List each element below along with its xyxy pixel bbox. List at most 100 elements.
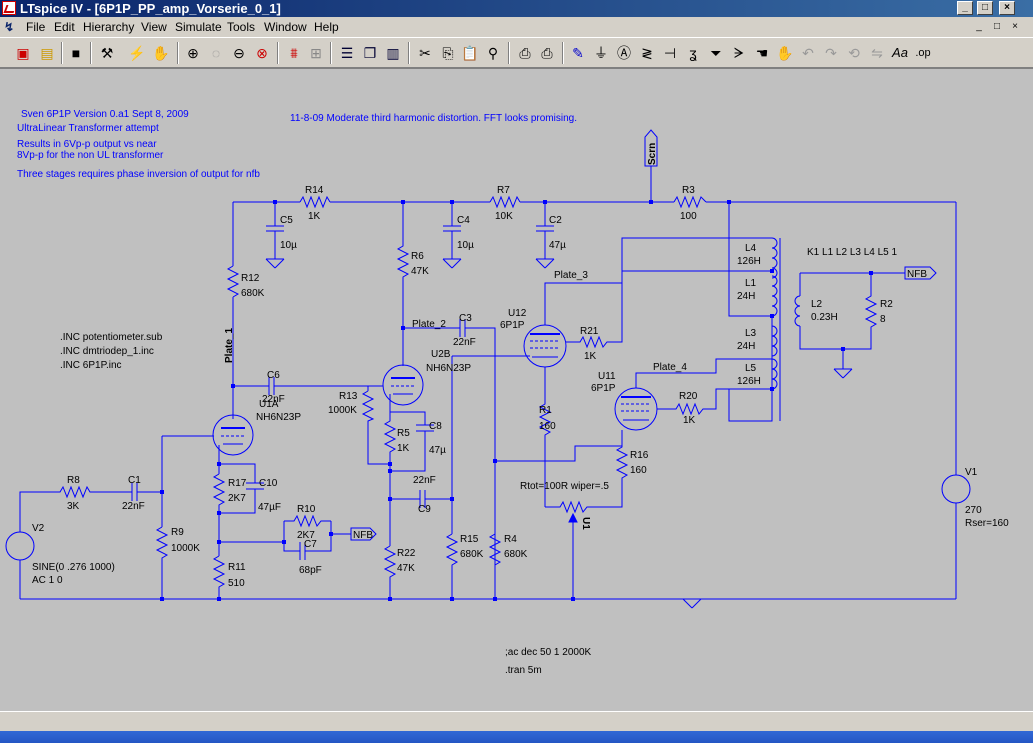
c9-value: 22nF — [413, 475, 436, 486]
zoom-area-icon[interactable]: ◌ — [211, 45, 221, 61]
r12-value: 680K — [241, 288, 265, 299]
text-icon[interactable]: Aa — [892, 45, 908, 60]
net-plate4[interactable]: Plate_4 — [653, 362, 687, 373]
copy-icon[interactable]: ⎘ — [442, 45, 454, 61]
r6-value: 47K — [411, 266, 429, 277]
net-plate2[interactable]: Plate_2 — [412, 319, 446, 330]
comment-version[interactable]: Sven 6P1P Version 0.a1 Sept 8, 2009 — [21, 109, 189, 120]
c10-value: 47µF — [258, 502, 281, 513]
resistor-icon[interactable]: ≷ — [641, 45, 653, 61]
maximize-button[interactable]: □ — [977, 1, 993, 15]
schematic-canvas[interactable]: Sven 6P1P Version 0.a1 Sept 8, 2009 Ultr… — [0, 68, 1033, 711]
component-icon[interactable]: ᗒ — [733, 45, 745, 61]
mdi-restore-button[interactable]: □ — [993, 21, 1001, 32]
find-icon[interactable]: ⚲ — [487, 45, 499, 61]
zoom-cancel-icon[interactable]: ⊗ — [256, 45, 268, 61]
waveform-icon[interactable]: ⩩ — [290, 45, 298, 61]
directive-tran[interactable]: .tran 5m — [505, 665, 542, 676]
schematic-new-icon[interactable]: ▣ — [16, 45, 30, 61]
save-icon[interactable]: ■ — [71, 45, 81, 61]
r2-name: R2 — [880, 299, 893, 310]
menu-tools[interactable]: Tools — [227, 20, 256, 34]
toolbar-separator — [330, 42, 332, 64]
diode-icon[interactable]: ⏷ — [710, 45, 722, 61]
drag-icon[interactable]: ✋ — [776, 45, 794, 61]
tile-horizontal-icon[interactable]: ☰ — [340, 45, 354, 61]
net-nfb-out[interactable]: NFB — [907, 269, 927, 280]
print-setup-icon[interactable]: ⎙ — [519, 45, 531, 61]
pot-params[interactable]: Rtot=100R wiper=.5 — [520, 481, 609, 492]
directive-inc-6p1p[interactable]: .INC 6P1P.inc — [60, 360, 122, 371]
u2b-name: U2B — [431, 349, 451, 360]
paste-icon[interactable]: 📋 — [461, 45, 479, 61]
spice-directive-icon[interactable]: .op — [915, 47, 931, 59]
l1-value: 24H — [737, 291, 755, 302]
mirror-icon[interactable]: ⇋ — [871, 45, 883, 61]
tile-vertical-icon[interactable]: ▥ — [386, 45, 400, 61]
l2-name: L2 — [811, 299, 823, 310]
zoom-in-icon[interactable]: ⊕ — [187, 45, 199, 61]
l2-value: 0.23H — [811, 312, 838, 323]
minimize-button[interactable]: _ — [957, 1, 973, 15]
control-panel-icon[interactable]: ⚒ — [100, 45, 114, 61]
undo-icon[interactable]: ↶ — [802, 45, 814, 61]
rotate-icon[interactable]: ⟲ — [848, 45, 860, 61]
toolbar-separator — [408, 42, 410, 64]
menu-simulate[interactable]: Simulate — [175, 20, 222, 34]
c3-name: C3 — [459, 313, 472, 324]
directive-inc-triode[interactable]: .INC dmtriodep_1.inc — [60, 346, 154, 357]
mdi-minimize-button[interactable]: _ — [976, 21, 982, 32]
u1a-value: NH6N23P — [256, 412, 301, 423]
open-folder-icon[interactable]: ▤ — [40, 45, 54, 61]
directive-ac[interactable]: ;ac dec 50 1 2000K — [505, 647, 592, 658]
document-system-icon[interactable]: ↯ — [4, 20, 15, 34]
mdi-close-button[interactable]: × — [1012, 21, 1018, 32]
zoom-out-icon[interactable]: ⊖ — [233, 45, 245, 61]
comment-ultralinear[interactable]: UltraLinear Transformer attempt — [17, 123, 159, 134]
ground-icon[interactable]: ⏚ — [594, 45, 608, 61]
r15-value: 680K — [460, 549, 484, 560]
r6-name: R6 — [411, 251, 424, 262]
move-icon[interactable]: ☚ — [755, 45, 769, 61]
comment-distortion[interactable]: 11-8-09 Moderate third harmonic distorti… — [290, 113, 577, 124]
menu-edit[interactable]: Edit — [54, 20, 75, 34]
menu-help[interactable]: Help — [314, 20, 339, 34]
c6-name: C6 — [267, 370, 280, 381]
r20-value: 1K — [683, 415, 696, 426]
v2-ac: AC 1 0 — [32, 575, 63, 586]
label-icon[interactable]: Ⓐ — [617, 45, 631, 61]
close-button[interactable]: × — [999, 1, 1015, 15]
comment-results-1[interactable]: Results in 6Vp-p output vs near — [17, 139, 157, 150]
print-icon[interactable]: ⎙ — [541, 45, 553, 61]
run-icon[interactable]: ⚡ — [128, 45, 146, 61]
menu-window[interactable]: Window — [264, 20, 307, 34]
ltspice-app-icon[interactable] — [2, 1, 16, 15]
wire-icon[interactable]: ✎ — [572, 45, 584, 61]
comment-results-2[interactable]: 8Vp-p for the non UL transformer — [17, 150, 164, 161]
r17-name: R17 — [228, 478, 247, 489]
halt-icon[interactable]: ✋ — [152, 45, 170, 61]
menu-hierarchy[interactable]: Hierarchy — [83, 20, 135, 34]
c5-value: 10µ — [280, 240, 297, 251]
capacitor-icon[interactable]: ⊣ — [663, 45, 677, 61]
directive-coupling[interactable]: K1 L1 L2 L3 L4 L5 1 — [807, 247, 898, 258]
r3-name: R3 — [682, 185, 695, 196]
net-plate1[interactable]: Plate_1 — [224, 328, 235, 363]
r12-name: R12 — [241, 273, 260, 284]
net-nfb-in[interactable]: NFB — [353, 530, 373, 541]
net-plate3[interactable]: Plate_3 — [554, 270, 588, 281]
inductor-icon[interactable]: ʓ — [689, 45, 697, 61]
directive-inc-pot[interactable]: .INC potentiometer.sub — [60, 332, 163, 343]
autorange-icon[interactable]: ⊞ — [310, 45, 322, 61]
cut-icon[interactable]: ✂ — [419, 45, 431, 61]
comment-phase[interactable]: Three stages requires phase inversion of… — [17, 169, 260, 180]
toolbar-separator — [277, 42, 279, 64]
pot-name: U1 — [580, 517, 591, 530]
net-scrn[interactable]: Scrn — [647, 143, 658, 165]
c7-name: C7 — [304, 539, 317, 550]
r11-value: 510 — [228, 578, 245, 589]
menu-file[interactable]: File — [26, 20, 46, 34]
menu-view[interactable]: View — [141, 20, 167, 34]
redo-icon[interactable]: ↷ — [825, 45, 837, 61]
cascade-icon[interactable]: ❐ — [363, 45, 377, 61]
